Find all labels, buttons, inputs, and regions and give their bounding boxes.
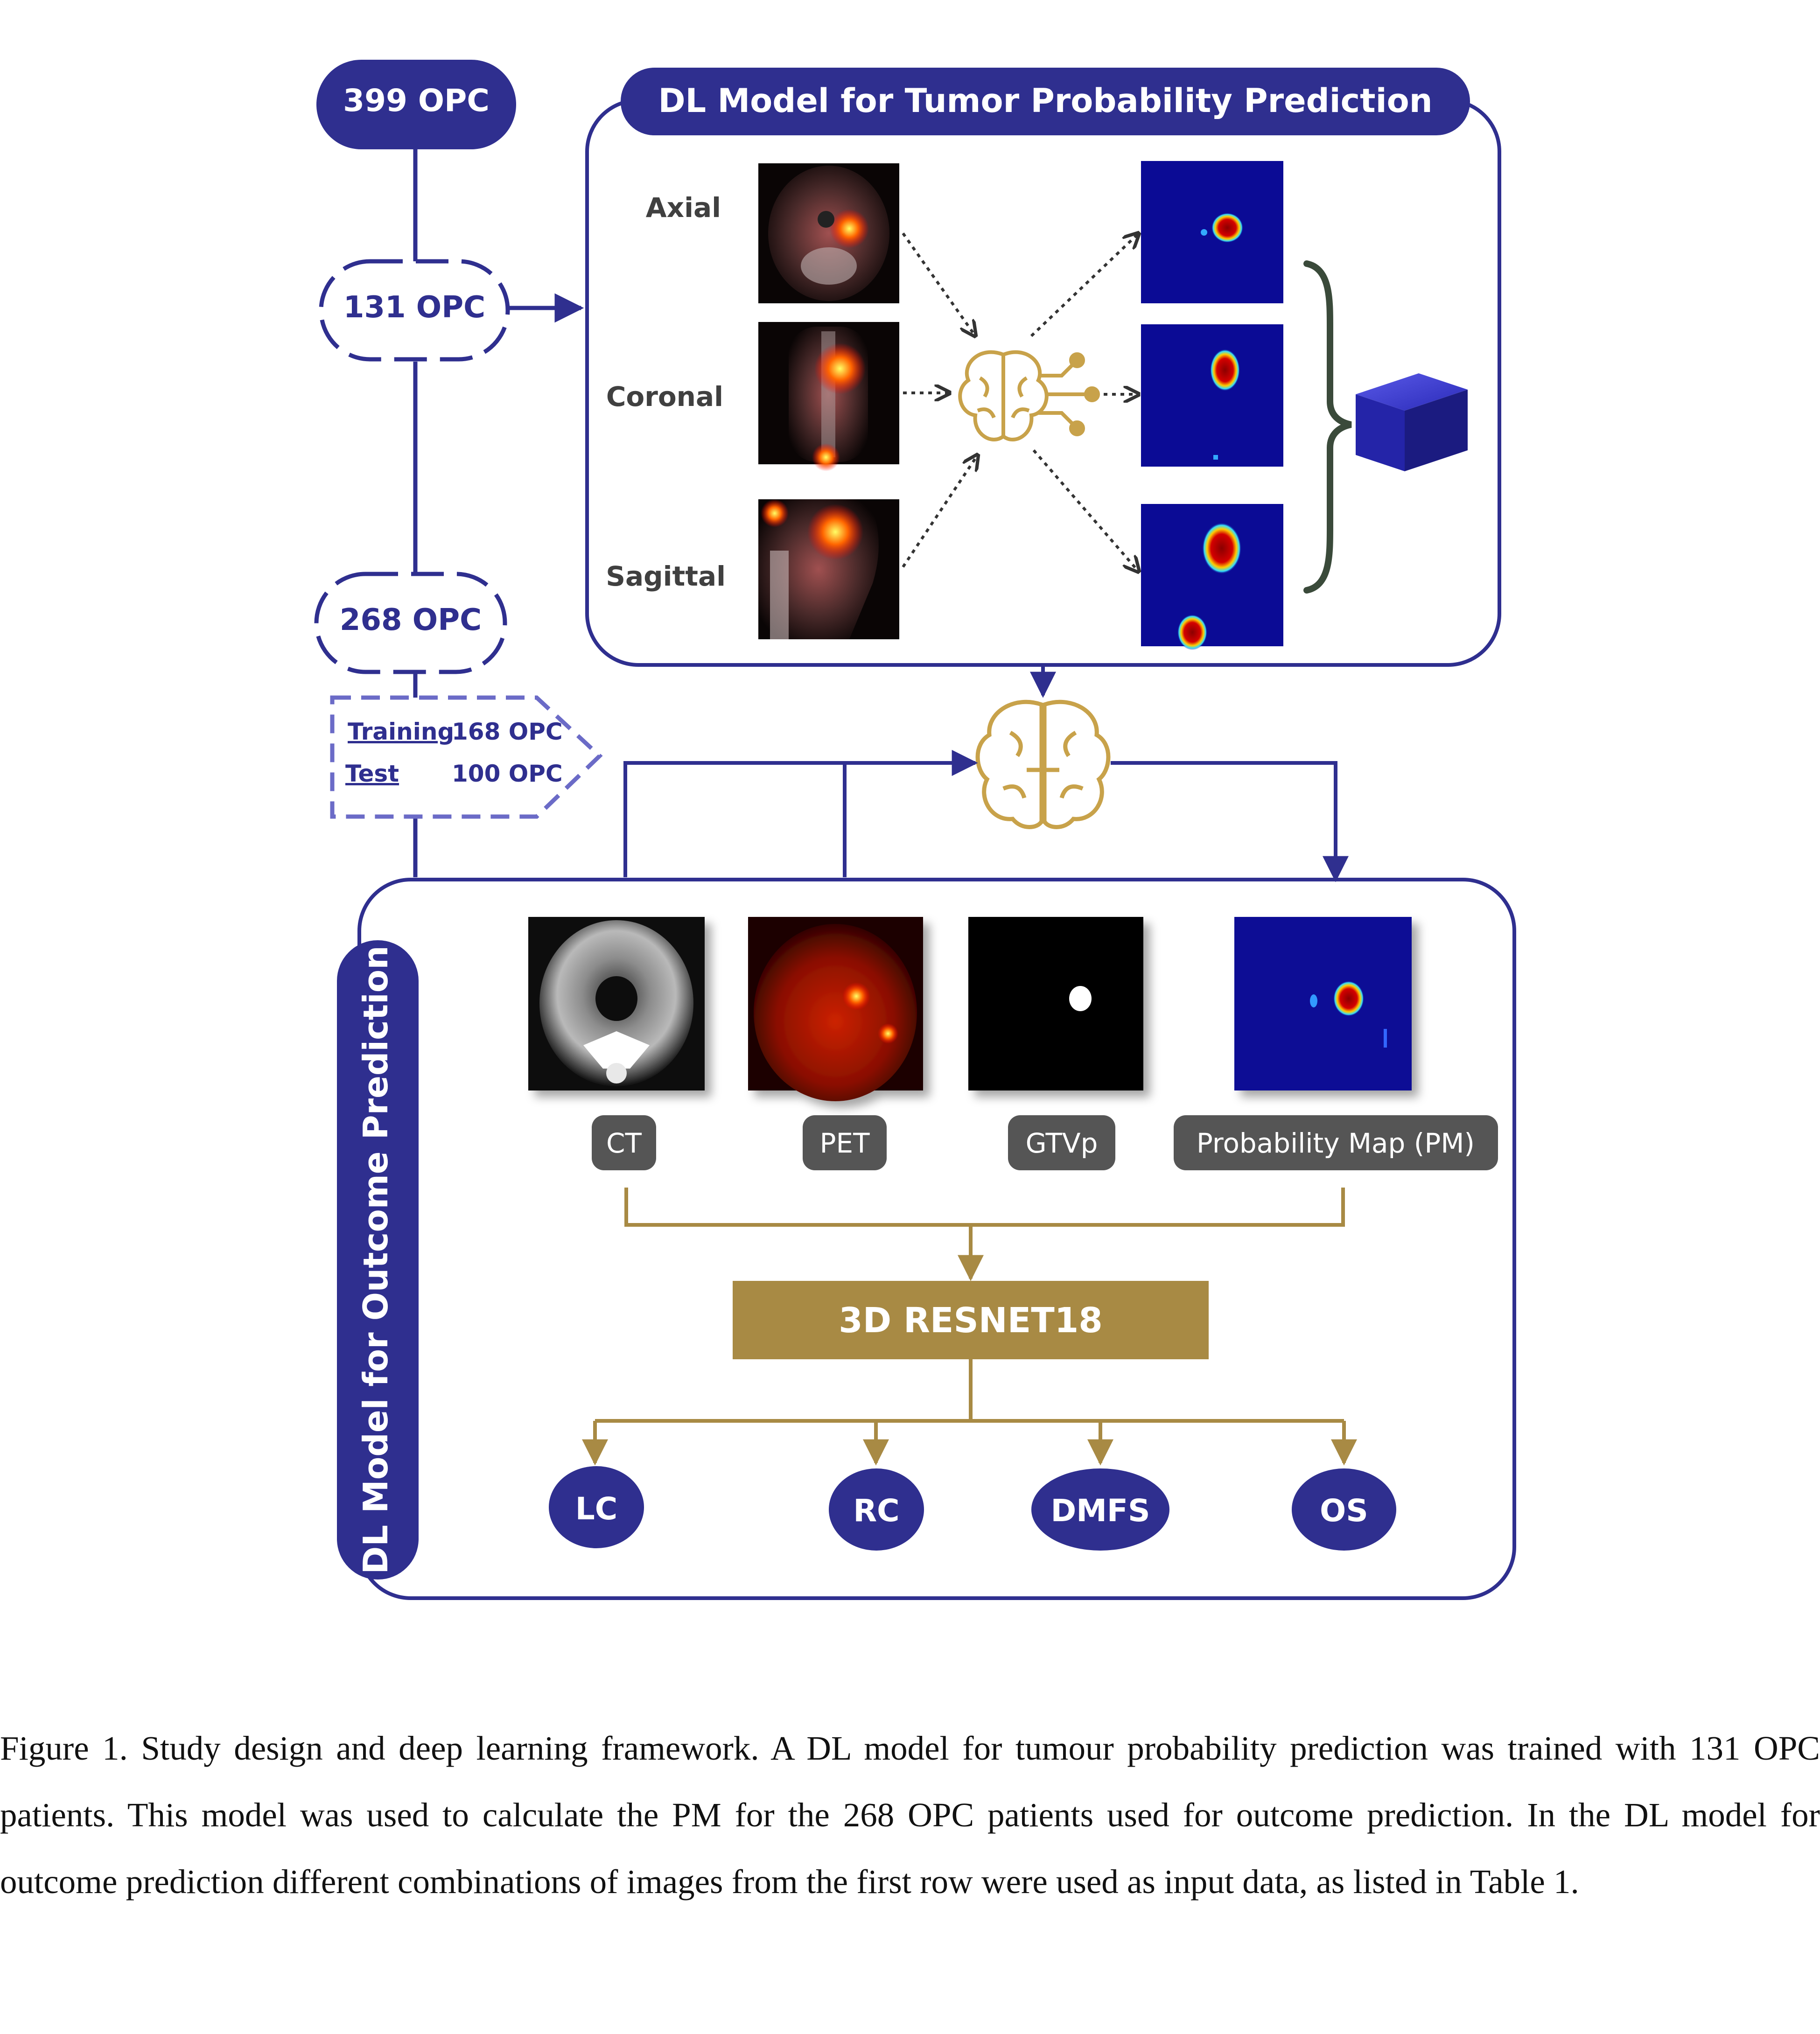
ct-image [528, 917, 705, 1090]
split-training-label: Training [348, 718, 454, 745]
view-label-sagittal: Sagittal [606, 560, 726, 592]
axial-petct-image [758, 163, 899, 303]
input-label-pm: Probability Map (PM) [1174, 1115, 1498, 1170]
split-training-value: 168 OPC [452, 718, 563, 745]
study-design-diagram: 399 OPC 131 OPC 268 OPC Training 168 OPC… [314, 60, 1516, 1600]
diagram-canvas: 399 OPC 131 OPC 268 OPC Training 168 OPC… [314, 60, 1516, 1600]
gold-input-bracket [624, 1188, 1345, 1227]
tumor-model-panel: DL Model for Tumor Probability Predictio… [585, 68, 1501, 667]
endpoint-os: OS [1292, 1468, 1396, 1551]
svg-text:RC: RC [853, 1493, 899, 1529]
sagittal-petct-image [758, 499, 899, 639]
svg-text:DMFS: DMFS [1050, 1493, 1150, 1529]
gtvp-image [968, 917, 1143, 1090]
cohort-outcome-label: 268 OPC [340, 603, 482, 637]
svg-text:OS: OS [1320, 1493, 1368, 1529]
axial-probability-map [1141, 161, 1283, 303]
curly-brace [1303, 260, 1352, 594]
svg-text:LC: LC [575, 1491, 618, 1527]
outcome-model-panel: DL Model for Outcome Prediction [337, 878, 1516, 1600]
cohort-split-box: Training 168 OPC Test 100 OPC [330, 695, 603, 819]
arrow-sagittal-to-network [902, 455, 978, 568]
pet-image [748, 917, 923, 1101]
svg-text:CT: CT [606, 1127, 642, 1159]
brain-icon [975, 699, 1111, 829]
arrow-ct-to-brain [623, 750, 978, 877]
coronal-probability-map [1141, 324, 1283, 467]
cohort-outcome-pill: 268 OPC [314, 572, 507, 674]
view-label-axial: Axial [646, 192, 721, 224]
cohort-total-pill: 399 OPC [316, 60, 516, 149]
split-test-value: 100 OPC [452, 760, 563, 787]
figure-caption: Figure 1. Study design and deep learning… [0, 1729, 1820, 1901]
input-label-ct: CT [592, 1115, 656, 1170]
endpoint-dmfs: DMFS [1031, 1468, 1169, 1551]
arrow-network-to-sagittal-pm [1032, 449, 1139, 572]
cohort-tumor-pill: 131 OPC [319, 259, 510, 362]
probability-map-image [1234, 917, 1412, 1090]
input-label-pet: PET [803, 1115, 887, 1170]
split-test-label: Test [345, 760, 399, 787]
svg-text:PET: PET [819, 1127, 870, 1159]
endpoint-rc: RC [829, 1468, 924, 1551]
cube-icon [1356, 373, 1468, 471]
coronal-petct-image [758, 322, 899, 471]
cohort-total-label: 399 OPC [343, 83, 490, 119]
svg-text:GTVp: GTVp [1026, 1127, 1098, 1159]
resnet-box: 3D RESNET18 [733, 1281, 1209, 1359]
input-label-gtvp: GTVp [1008, 1115, 1115, 1170]
arrow-brain-to-pm [1111, 761, 1349, 882]
outcome-model-title: DL Model for Outcome Prediction [356, 945, 395, 1574]
cohort-tumor-label: 131 OPC [343, 290, 485, 325]
resnet-label: 3D RESNET18 [839, 1300, 1102, 1341]
brain-network-icon [958, 350, 1100, 441]
svg-text:Probability Map (PM): Probability Map (PM) [1197, 1127, 1475, 1159]
sagittal-probability-map [1141, 504, 1283, 650]
tumor-model-title: DL Model for Tumor Probability Predictio… [658, 82, 1432, 120]
view-label-coronal: Coronal [606, 381, 723, 412]
endpoint-lc: LC [549, 1466, 644, 1548]
